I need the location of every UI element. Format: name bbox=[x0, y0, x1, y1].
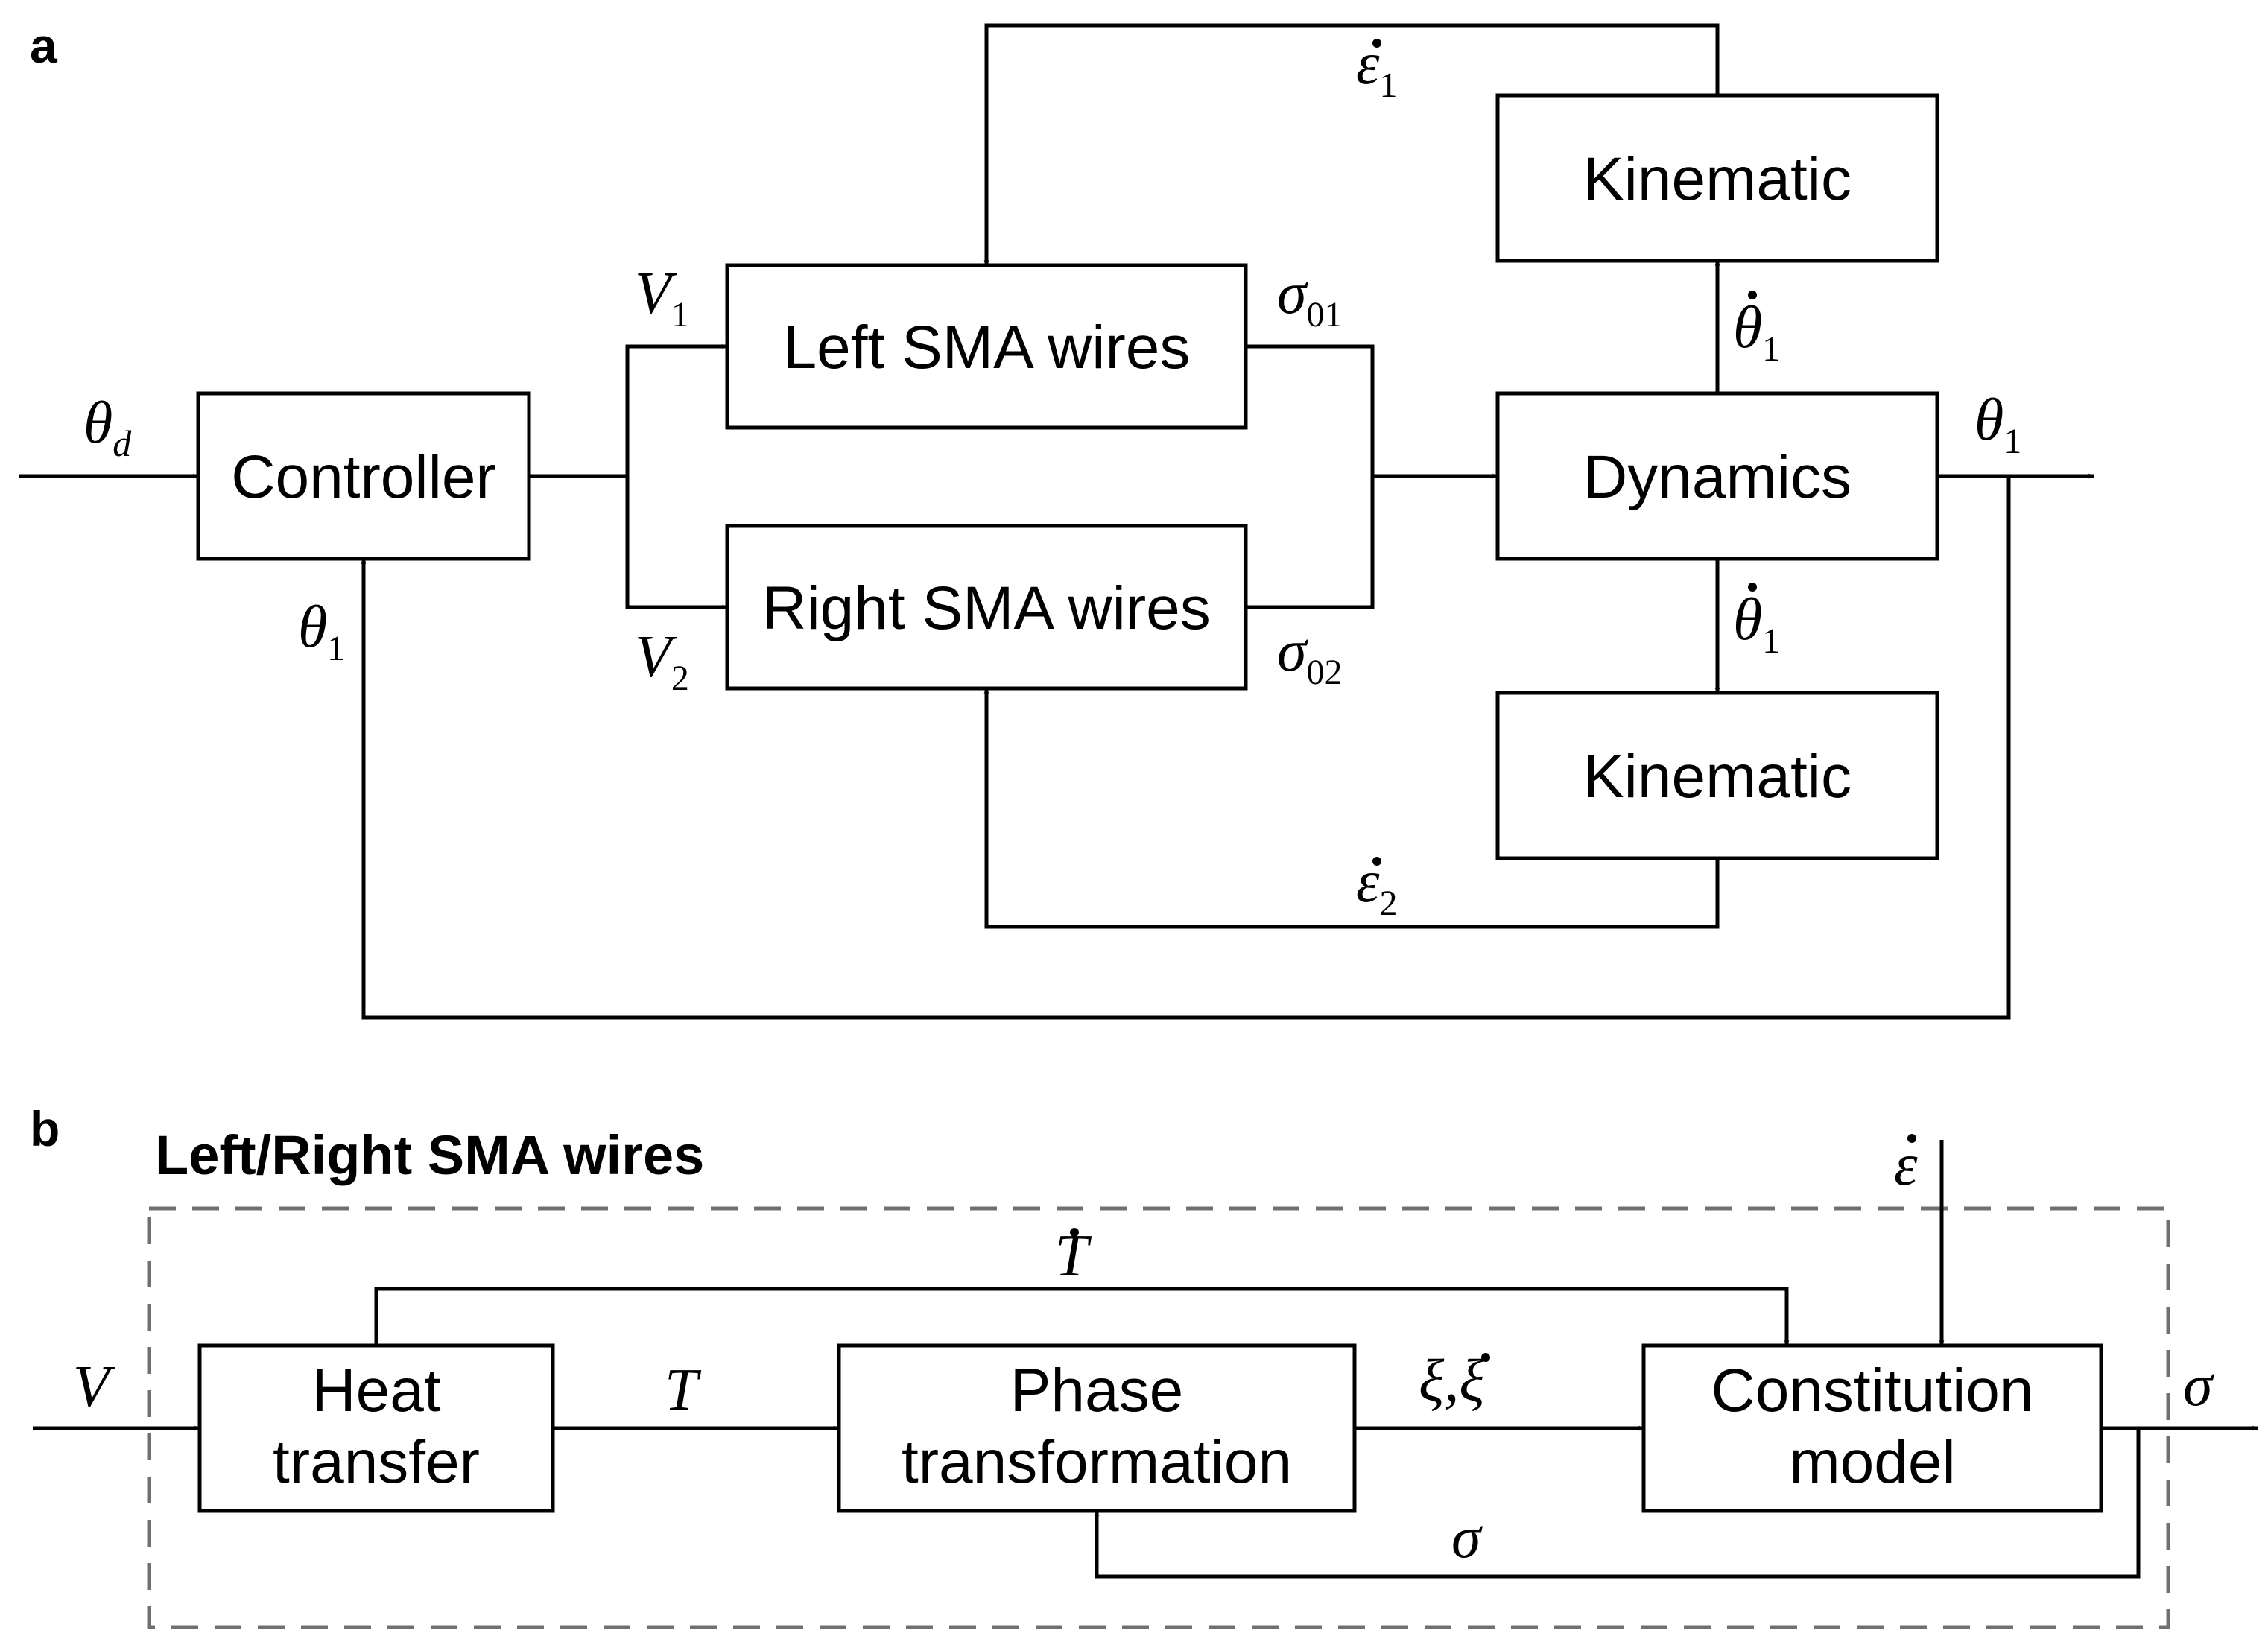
panel-a-connections bbox=[19, 23, 2094, 1020]
sigma02-label: σ02 bbox=[1277, 618, 1342, 692]
right-sma-wires-label: Right SMA wires bbox=[762, 574, 1211, 642]
svg-text:θ1: θ1 bbox=[1733, 587, 1780, 661]
phase-transformation-line1: Phase bbox=[1010, 1357, 1184, 1424]
theta-d-label: θd bbox=[83, 390, 132, 464]
v-label: V bbox=[73, 1354, 115, 1420]
sigma01-label: σ01 bbox=[1277, 261, 1342, 335]
sma-wires-group-boundary bbox=[147, 1206, 2170, 1629]
left-sma-wires-block: Left SMA wires bbox=[725, 263, 1248, 430]
kinematic-bottom-label: Kinematic bbox=[1583, 743, 1852, 811]
theta1-feedback-label: θ1 bbox=[298, 595, 345, 668]
left-sma-wires-label: Left SMA wires bbox=[783, 314, 1191, 381]
kinematic-top-block: Kinematic bbox=[1495, 93, 1939, 263]
phase-transformation-line2: transformation bbox=[902, 1428, 1292, 1496]
constitution-model-line2: model bbox=[1789, 1428, 1955, 1496]
v2-arrow bbox=[625, 476, 728, 610]
t-dot-label: T bbox=[1055, 1223, 1092, 1289]
theta1-dot-up-label: θ1 bbox=[1733, 291, 1780, 369]
group-title: Left/Right SMA wires bbox=[155, 1124, 704, 1186]
svg-text:ε1: ε1 bbox=[1356, 31, 1398, 105]
t-label: T bbox=[665, 1357, 702, 1423]
theta1-output-label: θ1 bbox=[1974, 387, 2021, 461]
eps1-feedback-arrow bbox=[983, 23, 1720, 266]
eps2-dot-label: ε2 bbox=[1356, 849, 1398, 923]
sigma-feedback-label: σ bbox=[1451, 1505, 1483, 1570]
svg-text:ξ,ξ: ξ,ξ bbox=[1419, 1348, 1485, 1414]
theta1-feedback-arrow bbox=[361, 476, 2011, 1020]
svg-text:ε2: ε2 bbox=[1356, 849, 1398, 923]
v1-label: V1 bbox=[635, 261, 689, 335]
xi-label: ξ,ξ bbox=[1419, 1348, 1490, 1414]
panel-b-connections bbox=[33, 1140, 2258, 1579]
t-dot-arrow bbox=[374, 1287, 1790, 1346]
controller-label: Controller bbox=[231, 443, 495, 511]
sigma-output-label: σ bbox=[2183, 1353, 2214, 1419]
eps2-feedback-arrow bbox=[983, 688, 1720, 929]
eps1-dot-label: ε1 bbox=[1356, 31, 1398, 105]
controller-block: Controller bbox=[196, 391, 531, 561]
panel-a-label: a bbox=[30, 18, 58, 73]
svg-text:ε: ε bbox=[1894, 1132, 1918, 1198]
dynamics-label: Dynamics bbox=[1583, 443, 1852, 511]
theta1-dot-down-label: θ1 bbox=[1733, 583, 1780, 661]
kinematic-top-label: Kinematic bbox=[1583, 145, 1852, 213]
sigma-feedback-arrow bbox=[1094, 1428, 2141, 1579]
svg-text:θ1: θ1 bbox=[1733, 295, 1780, 369]
kinematic-bottom-block: Kinematic bbox=[1495, 691, 1939, 860]
eps-dot-label: ε bbox=[1894, 1132, 1918, 1198]
svg-text:T: T bbox=[1055, 1223, 1092, 1289]
dynamics-block: Dynamics bbox=[1495, 391, 1939, 561]
sigma01-line bbox=[1246, 344, 1375, 609]
v2-label: V2 bbox=[635, 624, 689, 698]
heat-transfer-line1: Heat bbox=[311, 1357, 440, 1424]
panel-b-label: b bbox=[30, 1101, 60, 1156]
v1-arrow bbox=[625, 343, 728, 476]
right-sma-wires-block: Right SMA wires bbox=[725, 524, 1248, 691]
heat-transfer-line2: transfer bbox=[273, 1428, 480, 1496]
constitution-model-line1: Constitution bbox=[1711, 1357, 2033, 1424]
